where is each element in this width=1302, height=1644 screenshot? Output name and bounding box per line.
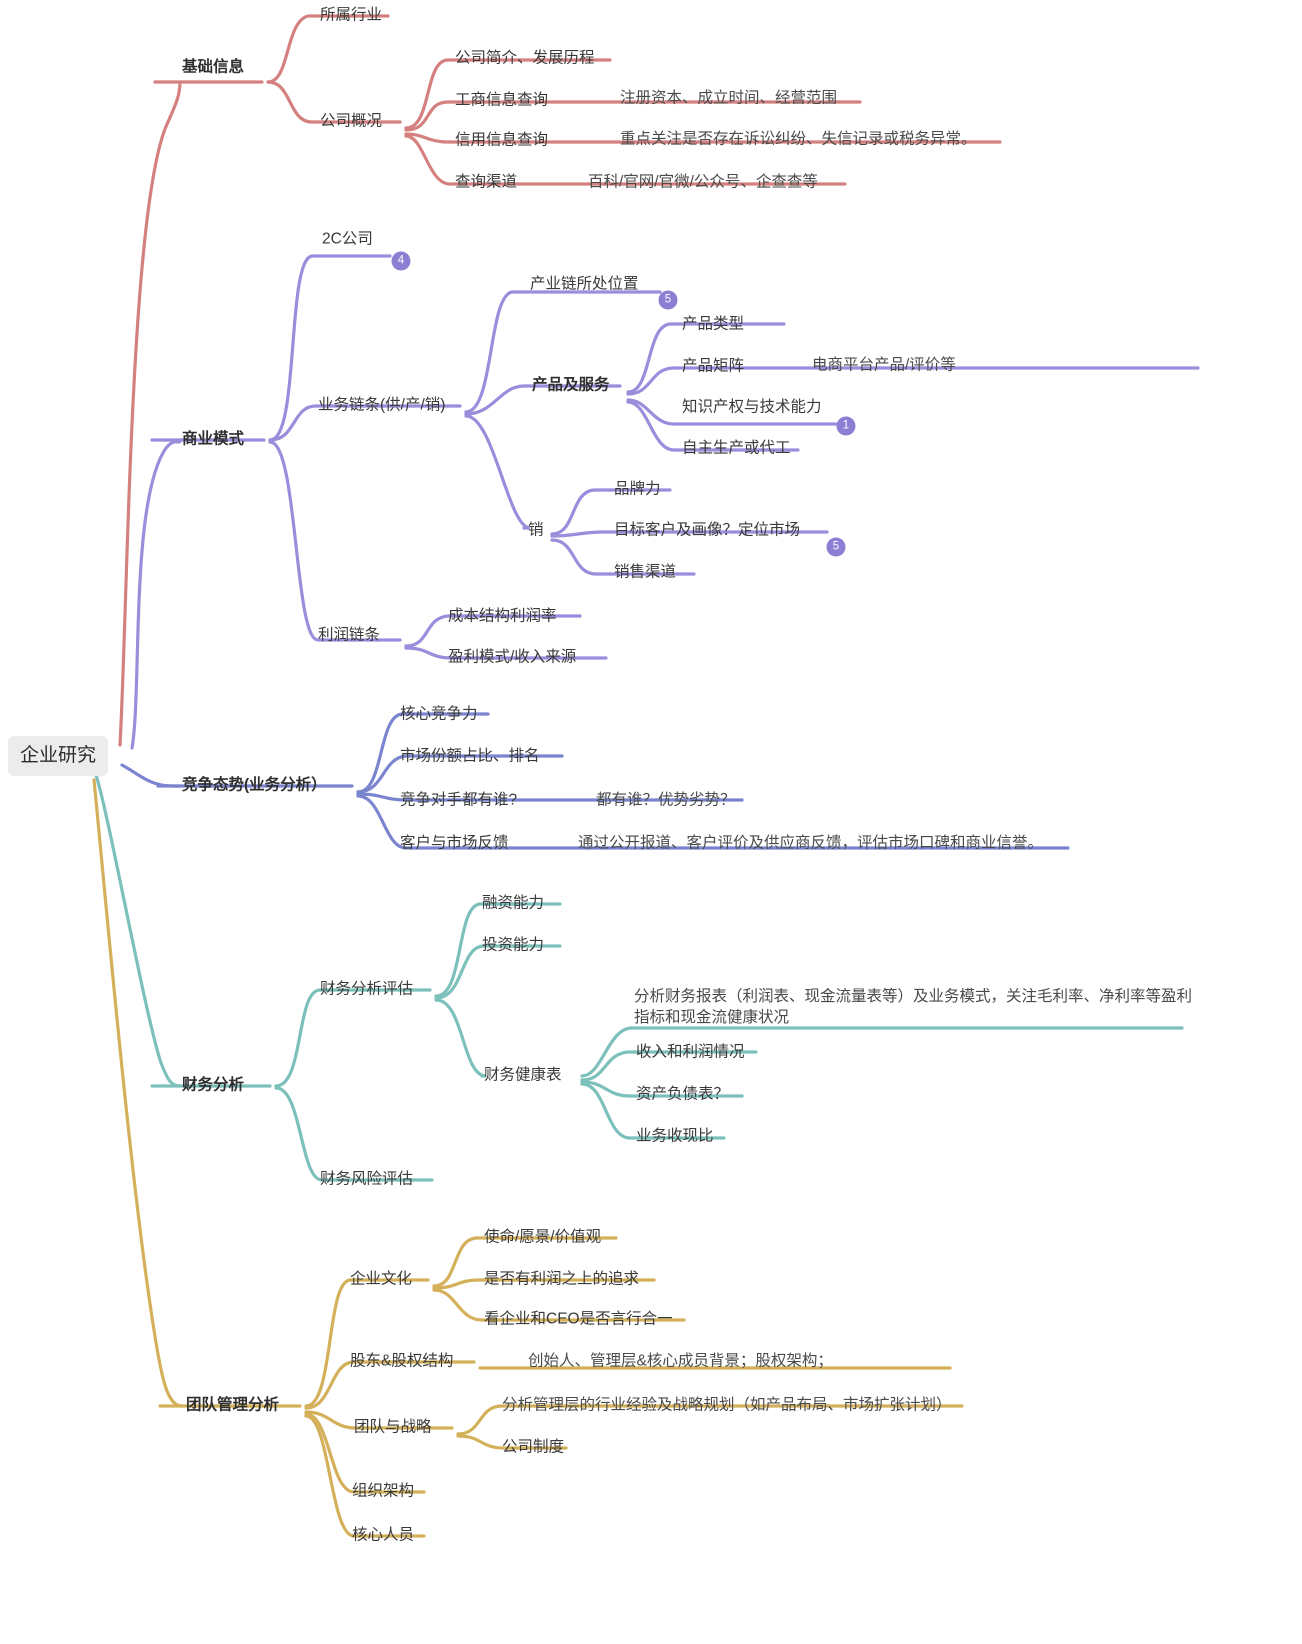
node-beyond-profit[interactable]: 是否有利润之上的追求 [484, 1270, 640, 1288]
node-shareholder-structure[interactable]: 股东&股权结构 [350, 1352, 454, 1370]
node-brand-power[interactable]: 品牌力 [614, 480, 661, 498]
branch-node-finance[interactable]: 财务分析 [182, 1076, 245, 1094]
node-financing-ability[interactable]: 融资能力 [482, 894, 545, 912]
note-customer-feedback: 通过公开报道、客户评价及供应商反馈，评估市场口碑和商业信誉。 [578, 834, 1044, 852]
note-product-matrix: 电商平台产品/评价等 [812, 356, 956, 374]
node-credit-query[interactable]: 信用信息查询 [455, 131, 549, 149]
node-core-people[interactable]: 核心人员 [352, 1526, 415, 1544]
node-balance-sheet[interactable]: 资产负债表？ [636, 1085, 730, 1103]
node-core-competence[interactable]: 核心竞争力 [400, 705, 478, 723]
node-mission-vision[interactable]: 使命/愿景/价值观 [484, 1228, 602, 1246]
node-corp-culture[interactable]: 企业文化 [350, 1270, 413, 1288]
branch-node-basic[interactable]: 基础信息 [182, 58, 245, 76]
node-investment-ability[interactable]: 投资能力 [482, 936, 545, 954]
branch-node-team[interactable]: 团队管理分析 [186, 1396, 280, 1414]
branch-node-compete[interactable]: 竞争态势(业务分析） [182, 776, 327, 794]
node-ip-tech[interactable]: 知识产权与技术能力 [682, 398, 822, 416]
node-business-registry[interactable]: 工商信息查询 [455, 91, 549, 109]
node-industry[interactable]: 所属行业 [320, 6, 383, 24]
note-credit-query: 重点关注是否存在诉讼纠纷、失信记录或税务异常。 [620, 130, 977, 148]
note-business-registry: 注册资本、成立时间、经营范围 [620, 89, 838, 107]
node-customer-feedback[interactable]: 客户与市场反馈 [400, 834, 509, 852]
node-financial-health[interactable]: 财务健康表 [484, 1066, 562, 1084]
node-company-overview[interactable]: 公司概况 [320, 112, 383, 130]
badge-2c-company[interactable]: 4 [391, 251, 411, 271]
note-shareholder-structure: 创始人、管理层&核心成员背景；股权架构； [528, 1352, 833, 1370]
node-query-channels[interactable]: 查询渠道 [455, 173, 518, 191]
node-product-type[interactable]: 产品类型 [682, 315, 745, 333]
node-company-system[interactable]: 公司制度 [502, 1438, 565, 1456]
node-sales-channels[interactable]: 销售渠道 [614, 563, 677, 581]
node-chain-position[interactable]: 产业链所处位置 [530, 275, 639, 293]
node-sales[interactable]: 销 [528, 521, 544, 539]
note-competitors: 都有谁？优势劣势？ [596, 791, 736, 809]
node-profit-chain[interactable]: 利润链条 [318, 626, 381, 644]
node-company-intro[interactable]: 公司简介、发展历程 [455, 49, 595, 67]
node-revenue-profit[interactable]: 收入和利润情况 [636, 1043, 745, 1061]
node-cash-ratio[interactable]: 业务收现比 [636, 1127, 714, 1145]
node-self-manufacture[interactable]: 自主生产或代工 [682, 439, 791, 457]
node-profit-model[interactable]: 盈利模式/收入来源 [448, 648, 577, 666]
badge-chain-position[interactable]: 5 [658, 290, 678, 310]
node-org-structure[interactable]: 组织架构 [352, 1482, 415, 1500]
badge-target-customers[interactable]: 5 [826, 537, 846, 557]
badge-ip-tech[interactable]: 1 [836, 416, 856, 436]
node-competitors[interactable]: 竞争对手都有谁? [400, 791, 518, 809]
node-financial-risk[interactable]: 财务风险评估 [320, 1170, 414, 1188]
note-query-channels: 百科/官网/官微/公众号、企查查等 [588, 173, 818, 191]
node-value-chain[interactable]: 业务链条(供/产/销) [318, 396, 446, 414]
node-ceo-integrity[interactable]: 看企业和CEO是否言行合一 [484, 1310, 673, 1328]
node-market-share[interactable]: 市场份额占比、排名 [400, 747, 540, 765]
node-team-strategy[interactable]: 团队与战略 [354, 1418, 432, 1436]
node-cost-structure[interactable]: 成本结构利润率 [448, 607, 557, 625]
node-products-services[interactable]: 产品及服务 [532, 376, 610, 394]
node-product-matrix[interactable]: 产品矩阵 [682, 357, 745, 375]
note-team-strategy: 分析管理层的行业经验及战略规划（如产品布局、市场扩张计划） [502, 1396, 952, 1414]
root-node[interactable]: 企业研究 [8, 736, 109, 776]
note-financial-health: 分析财务报表（利润表、现金流量表等）及业务模式，关注毛利率、净利率等盈利指标和现… [634, 988, 1193, 1026]
node-2c-company[interactable]: 2C公司 [322, 230, 373, 248]
node-target-customers[interactable]: 目标客户及画像？定位市场 [614, 521, 801, 539]
branch-node-business[interactable]: 商业模式 [182, 430, 245, 448]
node-finance-eval[interactable]: 财务分析评估 [320, 980, 414, 998]
